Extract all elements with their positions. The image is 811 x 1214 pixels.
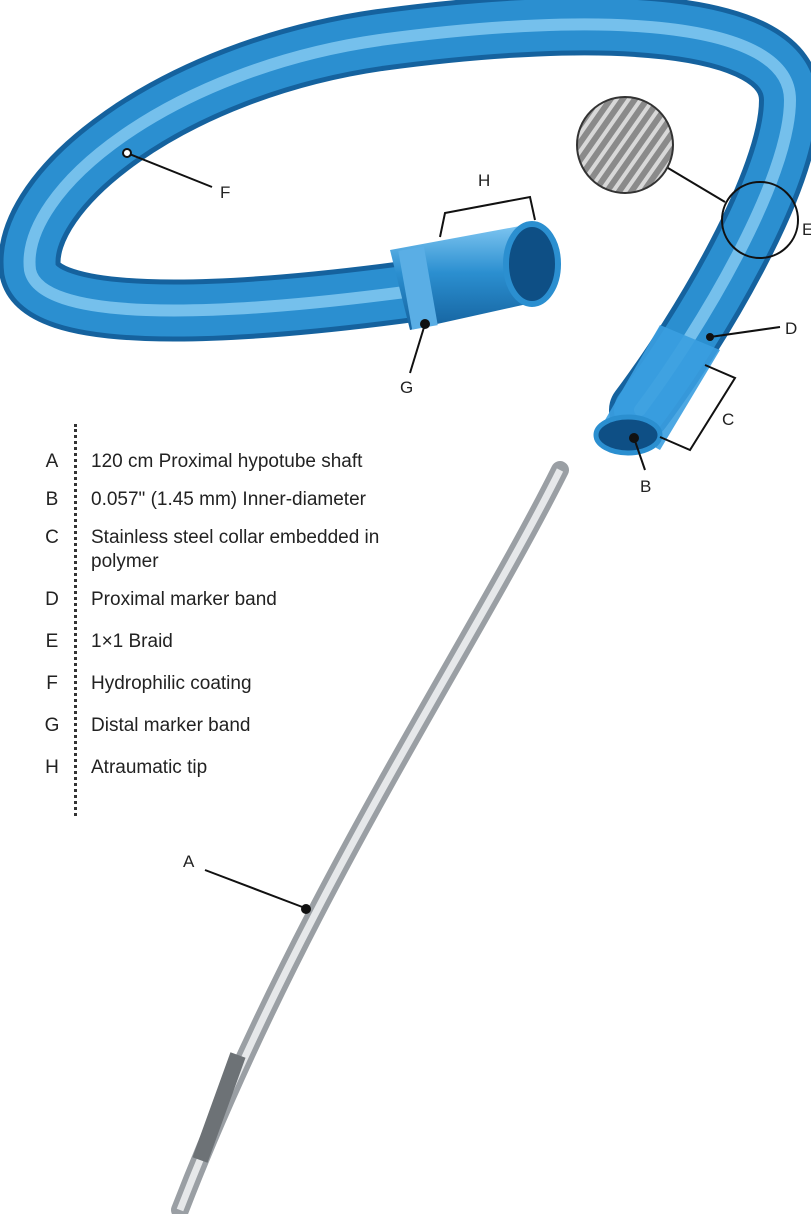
legend-item: A 120 cm Proximal hypotube shaft [40,450,440,474]
legend-letter: F [40,672,64,696]
legend-letter: A [40,450,64,474]
hypotube-dark-segment [200,1055,238,1160]
leader-dot-d [707,334,713,340]
leader-dot-b [630,434,638,442]
legend-letter: E [40,630,64,654]
legend-text: 1×1 Braid [91,630,391,654]
legend-text: Atraumatic tip [91,756,391,780]
callout-g: G [400,378,413,397]
legend-item: F Hydrophilic coating [40,672,440,696]
proximal-opening [596,417,660,453]
legend-item: C Stainless steel collar embedded in pol… [40,526,440,574]
leader-line-f [127,153,212,187]
legend-letter: B [40,488,64,512]
callout-d: D [785,319,797,338]
callout-c: C [722,410,734,429]
legend-text: 0.057" (1.45 mm) Inner-diameter [91,488,391,512]
legend-letter: C [40,526,64,550]
legend-item: B 0.057" (1.45 mm) Inner-diameter [40,488,440,512]
legend-text: Hydrophilic coating [91,672,391,696]
legend-text: Distal marker band [91,714,391,738]
legend-item: D Proximal marker band [40,588,440,612]
legend-item: H Atraumatic tip [40,756,440,780]
braid-connector-line [668,168,725,202]
legend-letter: D [40,588,64,612]
callout-e: E [802,220,811,239]
callout-b: B [640,477,651,496]
leader-dot-a [302,905,310,913]
leader-line-a [205,870,305,908]
legend-text: Stainless steel collar embedded in polym… [91,526,391,574]
leader-line-g [410,324,425,373]
legend-text: 120 cm Proximal hypotube shaft [91,450,391,474]
callout-h: H [478,171,490,190]
legend-item: E 1×1 Braid [40,630,440,654]
legend-text: Proximal marker band [91,588,391,612]
callout-f: F [220,183,230,202]
callout-a: A [183,852,195,871]
leader-dot-f [123,149,131,157]
legend-letter: G [40,714,64,738]
component-legend: A 120 cm Proximal hypotube shaft B 0.057… [40,424,440,780]
legend-letter: H [40,756,64,780]
legend-item: G Distal marker band [40,714,440,738]
distal-tip-opening [506,224,558,304]
leader-dot-g [421,320,429,328]
braid-detail-magnifier [577,97,673,193]
